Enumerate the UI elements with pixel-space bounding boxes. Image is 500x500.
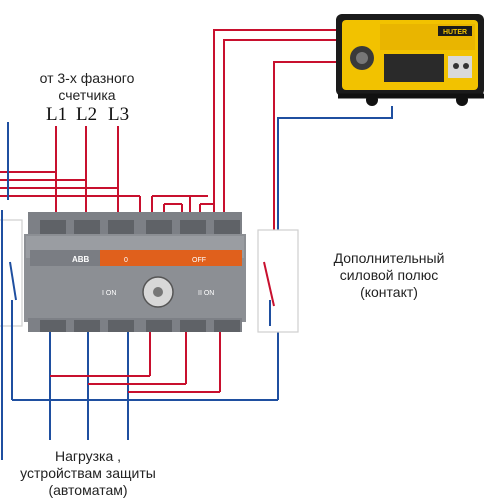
left-contact [0,219,23,327]
phase-l2: L2 [76,104,98,125]
aux-contact [257,229,299,333]
generator-illustration: HUTER [336,14,484,106]
load-label-line2: устройствам защиты [20,465,156,481]
generator-wires [151,29,336,230]
pole-label-line2: силовой полюс [339,267,439,283]
switch-on-left: I ON [102,290,116,297]
switch-on-right: II ON [198,290,214,297]
switch-off: OFF [192,257,206,264]
load-label-line1: Нагрузка , [54,448,122,464]
phase-l3: L3 [108,104,130,125]
output-red-wires [50,330,221,393]
input-wires [0,126,141,220]
source-label: от 3-х фазного счетчика [22,70,152,104]
load-label: Нагрузка , устройствам защиты (автоматам… [0,448,176,499]
switch-brand: ABB [72,255,90,264]
load-label-line3: (автоматам) [48,482,128,498]
switch-orange-band [100,250,242,266]
pole-label: Дополнительный силовой полюс (контакт) [304,250,474,301]
pole-label-line3: (контакт) [360,284,418,300]
source-label-line2: счетчика [58,87,116,103]
pole-label-line1: Дополнительный [333,250,445,266]
changeover-switch: ABB 0 OFF I ON II ON [24,212,246,332]
generator-brand: HUTER [443,29,467,36]
phase-l1: L1 [46,104,68,125]
switch-zero: 0 [124,257,128,264]
source-label-line1: от 3-х фазного [39,70,135,86]
